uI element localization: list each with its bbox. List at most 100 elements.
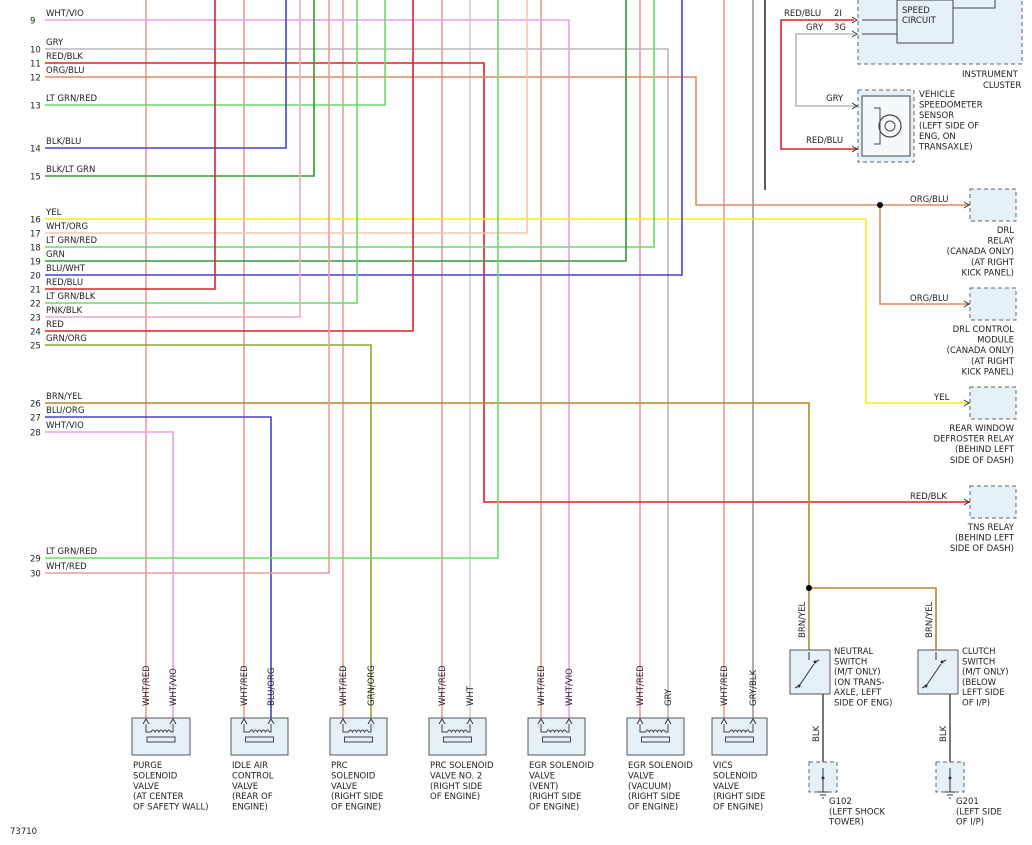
wire-pin12-branch (879, 205, 970, 305)
sensor-label-line: ENG, ON (919, 132, 956, 142)
switch-label-line: SIDE OF ENG) (834, 699, 892, 709)
valve-label-line: PRC SOLENOID (430, 761, 494, 771)
wire-pin27 (45, 416, 272, 718)
wire-pin20 (45, 0, 683, 276)
relay-label-line: DRL (997, 226, 1014, 236)
pin-number: 10 (30, 46, 41, 56)
sensor-label-line: SENSOR (919, 111, 954, 121)
relay-wire-label: ORG/BLU (910, 195, 948, 205)
pin-number: 20 (30, 272, 41, 282)
pin-number: 29 (30, 555, 41, 565)
speedometer-sensor: GRY RED/BLU VEHICLESPEEDOMETERSENSOR(LEF… (806, 89, 983, 163)
wire-clutch-brn-yel (809, 587, 937, 650)
valve-label-line: OF ENGINE) (628, 803, 678, 813)
pin-number: 22 (30, 300, 41, 310)
pin-number: 27 (30, 414, 41, 424)
relay-label-line: DRL CONTROL (953, 325, 1015, 335)
switch-label-line: OF I/P) (962, 699, 990, 709)
switch-label-line: (ON TRANS- (834, 678, 884, 688)
valve-label-line: VALVE (628, 771, 654, 781)
valve-label-line: SOLENOID (133, 771, 178, 781)
pin-number: 28 (30, 429, 41, 439)
relay-label-line: MODULE (977, 336, 1014, 346)
cluster-pin-3g: 3G (834, 23, 846, 33)
switch-label-line: CLUTCH (962, 647, 996, 657)
valve-label-line: OF ENGINE) (713, 803, 763, 813)
valve-label-line: VALVE (713, 782, 739, 792)
cluster-label-2: CLUSTER (983, 81, 1021, 91)
pin-number: 9 (30, 17, 35, 27)
pin-number: 15 (30, 173, 41, 183)
ground-label-line: G102 (829, 797, 852, 807)
valve-label-line: (RIGHT SIDE (430, 782, 482, 792)
valve-label-line: VALVE NO. 2 (430, 771, 482, 781)
relay-label-line: (AT RIGHT (971, 357, 1015, 367)
relay-wire-label: ORG/BLU (910, 294, 948, 304)
wire-pin14 (45, 0, 287, 149)
pin-wire-color: GRY (46, 38, 64, 48)
sensor-coil-icon (878, 114, 902, 138)
valve-label-line: VALVE (331, 782, 357, 792)
pin-number: 23 (30, 314, 41, 324)
valve-wire-label: GRY/BLK (749, 669, 759, 706)
coil-icon (243, 724, 272, 734)
pin-wire-color: BLK/BLU (46, 137, 81, 147)
diagram-id: 73710 (10, 827, 37, 837)
relay-label-line: KICK PANEL) (962, 268, 1014, 278)
pin-wire-color: GRN (46, 250, 65, 260)
valve-label-line: VALVE (529, 771, 555, 781)
valve-wire-label: WHT/RED (720, 665, 730, 706)
relay-label-line: (AT RIGHT (971, 258, 1015, 268)
wire-pin18 (45, 0, 655, 248)
pin-number: 17 (30, 230, 41, 240)
pin-wire-color: LT GRN/RED (46, 94, 97, 104)
wire-pin10 (45, 48, 669, 718)
relay-label-line: (CANADA ONLY) (947, 346, 1014, 356)
pin-wire-color: LT GRN/RED (46, 236, 97, 246)
relay-label-line: SIDE OF DASH) (950, 456, 1014, 466)
valve-wire-label: WHT/VIO (169, 668, 179, 706)
valve-wire-label: GRN/ORG (367, 665, 377, 706)
relay-wire-label: YEL (933, 393, 950, 403)
valve-label-line: OF ENGINE) (529, 803, 579, 813)
relay-label-line: (CANADA ONLY) (947, 247, 1014, 257)
pin-wire-color: BRN/YEL (46, 392, 83, 402)
pin-number: 25 (30, 342, 41, 352)
ground-label-line: G201 (956, 797, 979, 807)
valve-wire-label: WHT/RED (240, 665, 250, 706)
switch-label-line: NEUTRAL (834, 647, 874, 657)
pin-number: 12 (30, 74, 41, 84)
wire-pin30 (45, 0, 330, 574)
wire-pin16 (45, 218, 970, 404)
cluster-wire-red-blu: RED/BLU (784, 9, 821, 19)
wire-pin29 (45, 0, 499, 559)
wire-pin23 (45, 0, 301, 318)
pin-wire-color: LT GRN/RED (46, 547, 97, 557)
valve-label-line: (AT CENTER (133, 792, 184, 802)
valve-label-line: OF ENGINE) (331, 803, 381, 813)
wire-pin19 (45, 0, 627, 262)
sensor-wire-gry: GRY (826, 94, 844, 104)
wire-pin9 (45, 19, 570, 718)
wire-pin24 (45, 0, 414, 332)
coil-icon (540, 724, 570, 734)
sensor-label-line: (LEFT SIDE OF (919, 122, 979, 132)
switch-label-line: LEFT SIDE (962, 688, 1005, 698)
wire-speed-red-blu (780, 19, 858, 150)
pin-number: 16 (30, 216, 41, 226)
switch-contact-icon (921, 652, 947, 689)
valve-label-line: (REAR OF (232, 792, 273, 802)
switch-contact-icon (794, 652, 820, 689)
valve-wire-label: WHT/RED (537, 665, 547, 706)
pin-number: 24 (30, 328, 41, 338)
valve-wire-label: GRY (664, 688, 674, 706)
valve-label-line: EGR SOLENOID (529, 761, 594, 771)
